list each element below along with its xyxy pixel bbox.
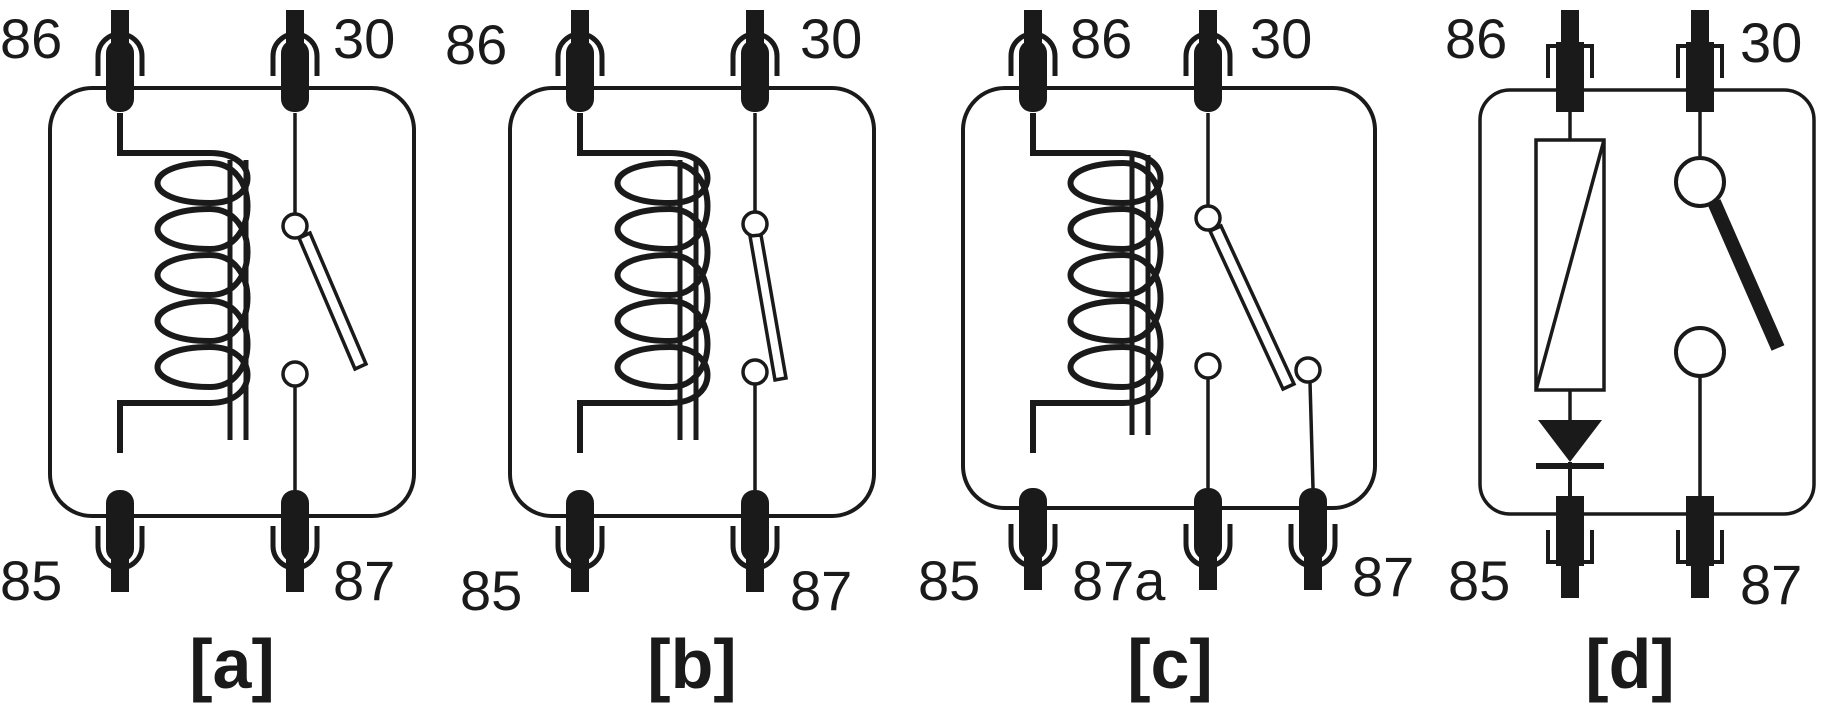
relay-housing bbox=[961, 86, 1377, 510]
switch-contacts bbox=[281, 113, 369, 490]
pin-label-85: 85 bbox=[0, 549, 62, 612]
pin-label-85: 85 bbox=[460, 559, 522, 622]
pin-label-87: 87 bbox=[333, 549, 395, 612]
relay-housing bbox=[508, 86, 876, 518]
core-bars bbox=[227, 160, 249, 440]
pin-label-87a: 87a bbox=[1072, 549, 1166, 612]
pin-terminal bbox=[1291, 488, 1335, 590]
pin-terminal bbox=[1676, 8, 1724, 114]
pin-label-87: 87 bbox=[1352, 545, 1414, 608]
relay-housing bbox=[48, 86, 416, 518]
caption-a: [a] bbox=[189, 625, 275, 703]
switch-contacts bbox=[1674, 112, 1785, 496]
relay-coil bbox=[1534, 112, 1606, 420]
pin-label-86: 86 bbox=[1445, 7, 1507, 70]
pin-label-86: 86 bbox=[445, 13, 507, 76]
pin-label-30: 30 bbox=[1250, 7, 1312, 70]
pin-label-30: 30 bbox=[800, 7, 862, 70]
diagram-b: 86 30 85 87 [b] bbox=[445, 7, 876, 703]
relay-coil bbox=[580, 113, 708, 453]
pin-terminal bbox=[558, 10, 602, 112]
pin-terminal bbox=[1186, 488, 1230, 590]
pin-terminal bbox=[1676, 494, 1724, 600]
diagram-a: 86 30 85 87 [a] bbox=[0, 7, 416, 703]
relay-housing bbox=[1478, 88, 1816, 516]
core-bars bbox=[1129, 155, 1151, 435]
pin-terminal bbox=[1011, 10, 1055, 112]
caption-d: [d] bbox=[1585, 625, 1674, 703]
relay-coil bbox=[1033, 113, 1161, 453]
pin-terminal bbox=[273, 10, 317, 112]
diode-icon bbox=[1536, 420, 1604, 496]
pin-label-87: 87 bbox=[1740, 553, 1802, 616]
caption-c: [c] bbox=[1127, 625, 1213, 703]
pin-terminal bbox=[733, 490, 777, 592]
pin-terminal bbox=[558, 490, 602, 592]
pin-terminal bbox=[1186, 10, 1230, 112]
pin-terminal bbox=[1011, 488, 1055, 590]
pin-label-85: 85 bbox=[918, 549, 980, 612]
core-bars bbox=[677, 160, 699, 440]
pin-terminal bbox=[1546, 8, 1594, 114]
pin-label-86: 86 bbox=[0, 7, 62, 70]
diagram-d: 86 30 85 87 [d] bbox=[1445, 7, 1816, 703]
caption-b: [b] bbox=[647, 625, 736, 703]
pin-label-30: 30 bbox=[333, 7, 395, 70]
pin-terminal bbox=[733, 10, 777, 112]
pin-terminal bbox=[98, 10, 142, 112]
pin-terminal bbox=[273, 490, 317, 592]
pin-terminal bbox=[98, 490, 142, 592]
switch-contacts bbox=[1194, 113, 1322, 489]
pin-label-85: 85 bbox=[1448, 549, 1510, 612]
switch-contacts bbox=[741, 113, 789, 490]
diagram-c: 86 30 85 87a 87 [c] bbox=[918, 7, 1414, 703]
pin-label-87: 87 bbox=[790, 559, 852, 622]
pin-label-86: 86 bbox=[1070, 7, 1132, 70]
pin-terminal bbox=[1546, 494, 1594, 600]
pin-label-30: 30 bbox=[1740, 11, 1802, 74]
